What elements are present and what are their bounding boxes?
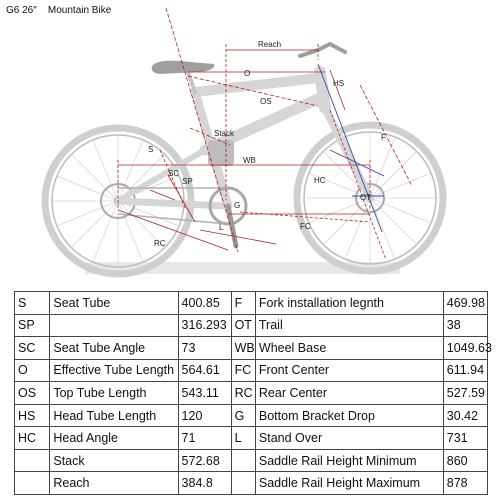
spec-code-cell: SC [13, 336, 51, 360]
spec-value-cell: 860 [442, 448, 489, 473]
spec-code-cell: G [230, 403, 256, 428]
spec-value-cell: 878 [442, 471, 489, 495]
bike-geometry-diagram: Reach O HS OS Stack S WB F SC SP HC OT G… [41, 7, 447, 278]
spec-code-cell: L [230, 426, 256, 450]
spec-value-cell: 384.8 [177, 471, 232, 495]
spec-name-cell: Seat Tube [49, 291, 179, 315]
label-f: F [381, 133, 386, 142]
spec-code-cell: FC [230, 358, 256, 383]
handlebar [298, 41, 347, 58]
spec-value-cell: 564.61 [177, 358, 232, 383]
spec-name-cell: Top Tube Length [49, 381, 179, 405]
label-hc: HC [314, 176, 326, 185]
label-l: L [219, 223, 224, 232]
label-wb: WB [243, 156, 256, 165]
spec-code-cell [13, 448, 51, 473]
spec-name-cell: Stack [49, 448, 179, 473]
spec-name-cell: Head Angle [49, 426, 179, 450]
label-stack: Stack [214, 129, 235, 138]
spec-code-cell: S [13, 291, 51, 315]
label-g: G [234, 201, 240, 210]
spec-code-cell: SP [13, 313, 51, 338]
spec-value-cell: 1049.63 [442, 336, 492, 360]
spec-value-cell: 543.11 [177, 381, 232, 405]
spec-name-cell: Head Tube Length [49, 403, 179, 428]
label-s: S [148, 145, 153, 154]
spec-code-cell: OS [13, 381, 51, 405]
label-hs: HS [333, 79, 344, 88]
label-sc: SC [168, 169, 179, 178]
spec-value-cell: 38 [442, 313, 489, 338]
spec-value-cell: 572.68 [177, 448, 232, 473]
label-rc: RC [154, 239, 166, 248]
spec-code-cell: OT [230, 313, 256, 338]
spec-code-cell: HS [13, 403, 51, 428]
chain [117, 187, 229, 225]
spec-name-cell: Saddle Rail Height Minimum [254, 448, 444, 473]
spec-name-cell: Rear Center [254, 381, 444, 405]
spec-name-cell: Reach [49, 471, 179, 495]
spec-name-cell: Seat Tube Angle [49, 336, 179, 360]
spec-code-cell: RC [230, 381, 256, 405]
ground-shadow [85, 262, 400, 274]
spec-value-cell: 73 [177, 336, 232, 360]
spec-name-cell: Front Center [254, 358, 444, 383]
spec-code-cell: HC [13, 426, 51, 450]
spec-name-cell [49, 313, 179, 338]
saddle [151, 60, 215, 74]
spec-value-cell: 71 [177, 426, 232, 450]
spec-name-cell: Bottom Bracket Drop [254, 403, 444, 428]
spec-name-cell: Trail [254, 313, 444, 338]
spec-code-cell: WB [230, 336, 256, 360]
page-title: G6 26″ Mountain Bike [6, 5, 112, 16]
spec-name-cell: Saddle Rail Height Maximum [254, 471, 444, 495]
spec-code-cell: O [13, 358, 51, 383]
label-ot: OT [360, 193, 371, 202]
spec-name-cell: Effective Tube Length [49, 358, 179, 383]
spec-code-cell [13, 471, 51, 495]
spec-value-cell: 611.94 [442, 358, 489, 383]
label-os: OS [260, 97, 272, 106]
spec-value-cell: 400.85 [177, 291, 232, 315]
spec-name-cell: Fork installation legnth [254, 291, 444, 315]
spec-value-cell: 731 [442, 426, 489, 450]
spec-code-cell: F [230, 291, 256, 315]
spec-value-cell: 527.59 [442, 381, 489, 405]
dimension-lines-blue [317, 63, 385, 233]
spec-code-cell [230, 471, 256, 495]
spec-value-cell: 316.293 [177, 313, 232, 338]
label-reach: Reach [258, 40, 281, 49]
spec-value-cell: 120 [177, 403, 232, 428]
label-sp: SP [182, 177, 193, 186]
dimension-lines [117, 7, 413, 261]
folding-hinge [208, 140, 234, 166]
spec-code-cell [230, 448, 256, 473]
label-fc: FC [300, 222, 311, 231]
spec-value-cell: 30.42 [442, 403, 489, 428]
label-o: O [244, 69, 250, 78]
spec-value-cell: 469.98 [442, 291, 489, 315]
spec-name-cell: Stand Over [254, 426, 444, 450]
spec-name-cell: Wheel Base [254, 336, 444, 360]
